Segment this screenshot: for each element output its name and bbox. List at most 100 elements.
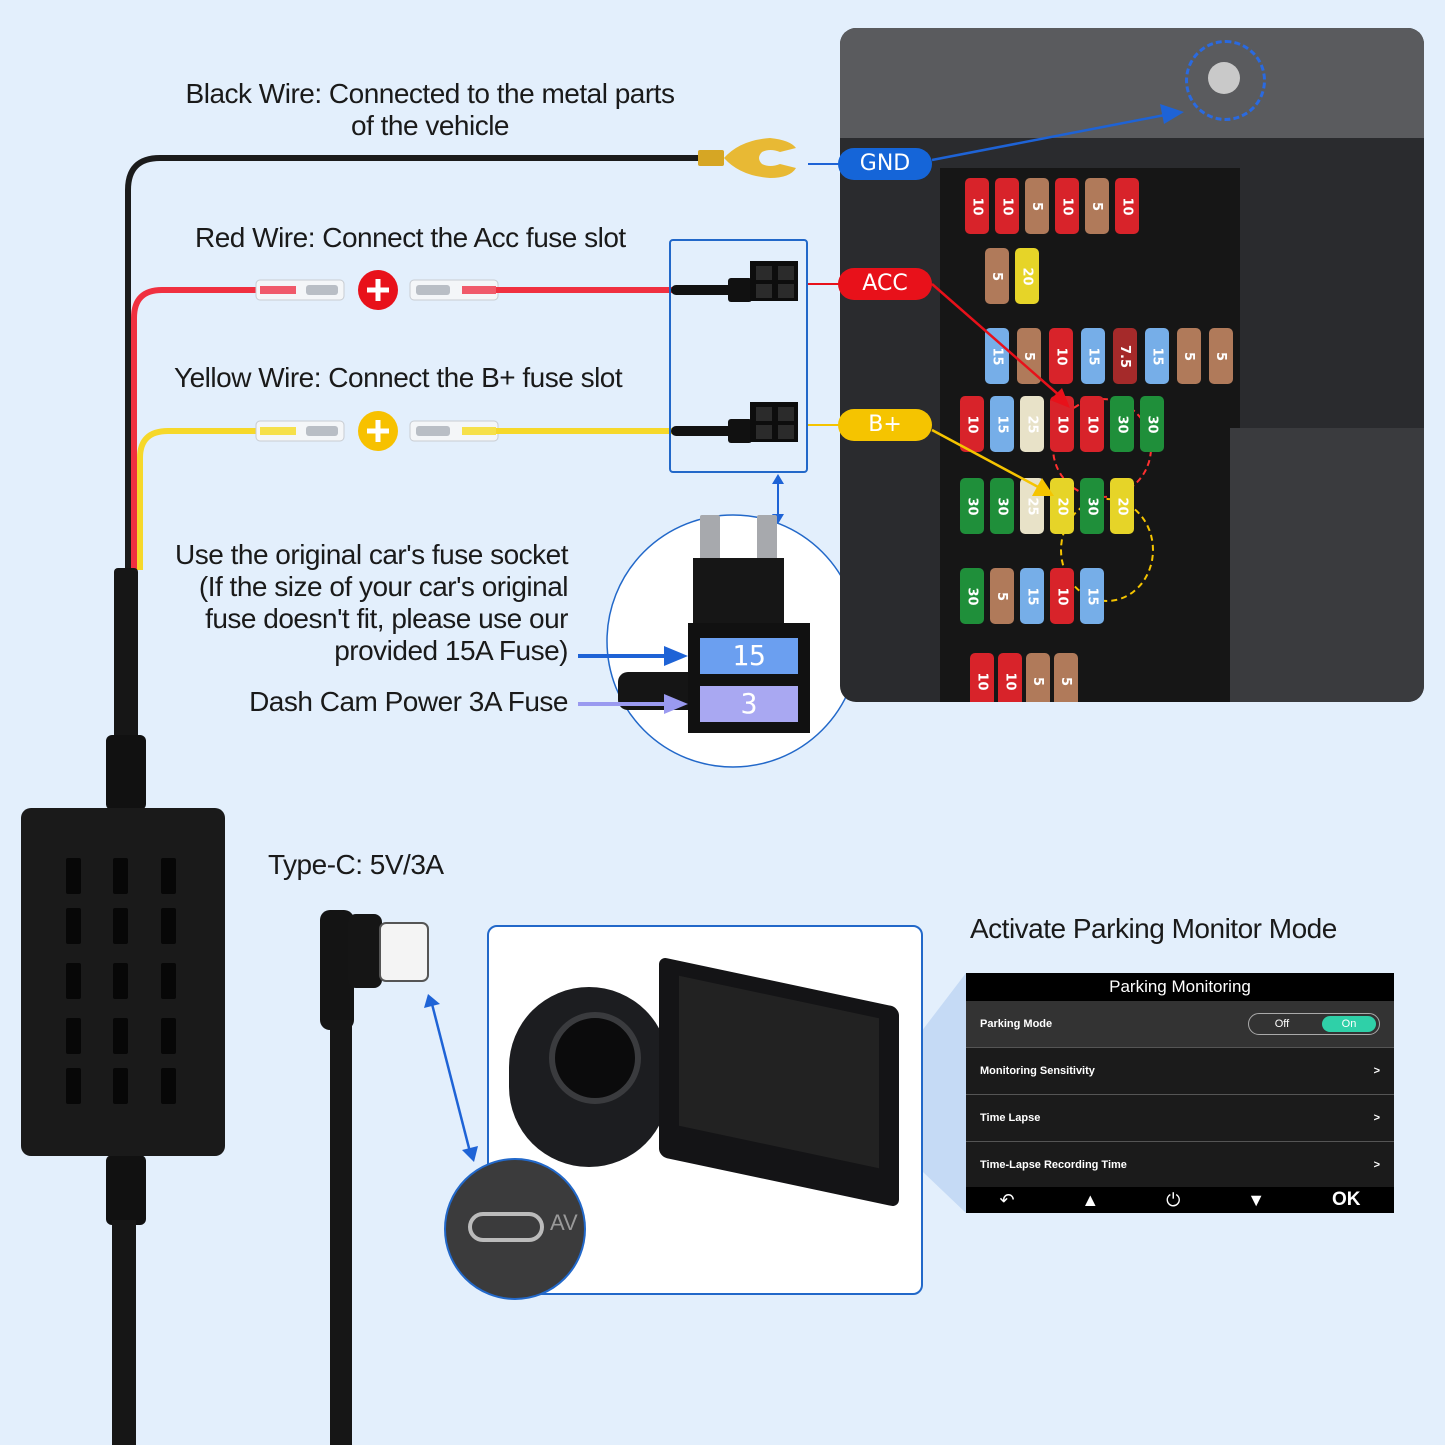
black-wire-label-line2: of the vehicle (351, 110, 510, 141)
fuse-socket-line: fuse doesn't fit, please use our (205, 603, 568, 634)
menu-row-label: Time-Lapse Recording Time (980, 1159, 1127, 1171)
fuse-rating: 15 (1084, 586, 1100, 606)
fuse-rating: 15 (989, 346, 1005, 366)
gnd-pill: GND (838, 148, 932, 180)
fuse-blade: 30 (990, 478, 1014, 534)
fuse-rating: 7.5 (1117, 344, 1133, 368)
down-arrow-icon[interactable]: ▼ (1247, 1189, 1266, 1210)
fuse-socket-label: Use the original car's fuse socket (If t… (120, 539, 568, 667)
menu-row-monitoring-sensitivity[interactable]: Monitoring Sensitivity > (966, 1048, 1394, 1095)
fuse-rating: 25 (1024, 414, 1040, 434)
fuse-blade: 5 (1177, 328, 1201, 384)
vent-slot (113, 1068, 128, 1104)
fuse-rating: 30 (964, 586, 980, 606)
fuse-rating: 30 (1144, 414, 1160, 434)
red-wire (131, 287, 260, 570)
back-icon[interactable]: ↶ (999, 1189, 1015, 1210)
vent-slot (66, 908, 81, 944)
usb-c-port (468, 1212, 544, 1242)
fuse-rating: 5 (1181, 351, 1197, 361)
camera-lens (549, 1012, 641, 1104)
double-arrow-type-c (424, 994, 478, 1162)
fuse-blade: 5 (1026, 653, 1050, 702)
fuse-rating: 10 (1002, 671, 1018, 691)
fuse-rating: 20 (1114, 496, 1130, 516)
ok-button[interactable]: OK (1332, 1189, 1361, 1210)
fuse-rating: 15 (994, 414, 1010, 434)
vent-slot (161, 858, 176, 894)
chevron-right-icon: > (1373, 1159, 1380, 1171)
vent-slot (66, 858, 81, 894)
screen-button-bar: ↶ ▲ ⏻ ▼ OK (966, 1187, 1394, 1213)
vent-slot (113, 858, 128, 894)
fuse-blade: 5 (1054, 653, 1078, 702)
yellow-butt-connector-right (409, 420, 499, 442)
fuse-rating: 10 (974, 671, 990, 691)
vent-slot (161, 908, 176, 944)
dash-cam-fuse-label: Dash Cam Power 3A Fuse (249, 686, 568, 717)
menu-row-parking-mode[interactable]: Parking Mode Off On (966, 1001, 1394, 1048)
fuse-15a (700, 638, 798, 674)
fuse-blade: 20 (1050, 478, 1074, 534)
fuse-blade: 20 (1110, 478, 1134, 534)
chevron-right-icon: > (1373, 1112, 1380, 1124)
fuse-blade: 25 (1020, 396, 1044, 452)
toggle-off-option[interactable]: Off (1274, 1018, 1290, 1030)
fuse-blade: 15 (1020, 568, 1044, 624)
strain-relief-bottom (106, 1155, 146, 1225)
fuse-blade: 7.5 (1113, 328, 1137, 384)
fuse-blade: 15 (990, 396, 1014, 452)
vent-slot (113, 908, 128, 944)
vent-slot (161, 963, 176, 999)
fuse-blade: 10 (1115, 178, 1139, 234)
menu-row-label: Time Lapse (980, 1112, 1041, 1124)
av-port-label: AV (550, 1210, 578, 1235)
fuse-blade: 15 (1145, 328, 1169, 384)
photo-housing (1230, 428, 1424, 702)
fuse-3a-value: 3 (740, 687, 758, 720)
fuse-rating: 10 (1054, 586, 1070, 606)
hardwire-power-box (21, 808, 225, 1156)
strain-relief-top (106, 735, 146, 810)
main-cable (114, 568, 138, 768)
menu-row-label: Monitoring Sensitivity (980, 1065, 1095, 1077)
fuse-blade: 5 (1017, 328, 1041, 384)
vent-slot (161, 1018, 176, 1054)
black-wire-label: Black Wire: Connected to the metal parts… (160, 78, 700, 142)
fuse-blade: 30 (960, 478, 984, 534)
fuse-blade: 10 (1049, 328, 1073, 384)
fuse-rating: 5 (1021, 351, 1037, 361)
acc-pill: ACC (838, 268, 932, 300)
red-butt-connector-left (255, 279, 345, 301)
fuse-rating: 10 (969, 196, 985, 216)
fuse-blade: 10 (1050, 568, 1074, 624)
fuse-rating: 5 (994, 591, 1010, 601)
up-arrow-icon[interactable]: ▲ (1081, 1189, 1100, 1210)
toggle-on-option[interactable]: On (1322, 1016, 1376, 1032)
output-cable (112, 1220, 136, 1445)
fuse-socket-line: (If the size of your car's original (198, 571, 569, 602)
menu-row-time-lapse-recording-time[interactable]: Time-Lapse Recording Time > (966, 1142, 1394, 1189)
parking-mode-toggle[interactable]: Off On (1248, 1013, 1380, 1035)
fuse-blade: 30 (960, 568, 984, 624)
fuse-tap-box (669, 239, 808, 473)
fuse-blade: 5 (1209, 328, 1233, 384)
fuse-blade: 5 (990, 568, 1014, 624)
fuse-rating: 10 (1119, 196, 1135, 216)
fuse-15a-value: 15 (732, 639, 766, 672)
menu-row-time-lapse[interactable]: Time Lapse > (966, 1095, 1394, 1142)
fuse-blade: 10 (998, 653, 1022, 702)
fuse-blade: 30 (1140, 396, 1164, 452)
fuse-rating: 25 (1024, 496, 1040, 516)
fuse-rating: 15 (1024, 586, 1040, 606)
fuse-rating: 30 (1084, 496, 1100, 516)
fuse-rating: 5 (989, 271, 1005, 281)
power-icon[interactable]: ⏻ (1166, 1189, 1181, 1210)
photo-bracket (840, 28, 1424, 138)
bplus-highlight-circle (1060, 498, 1154, 602)
fuse-blade: 10 (965, 178, 989, 234)
parking-monitoring-screen: Parking Monitoring Parking Mode Off On M… (966, 973, 1394, 1213)
red-wire-label: Red Wire: Connect the Acc fuse slot (195, 222, 626, 253)
